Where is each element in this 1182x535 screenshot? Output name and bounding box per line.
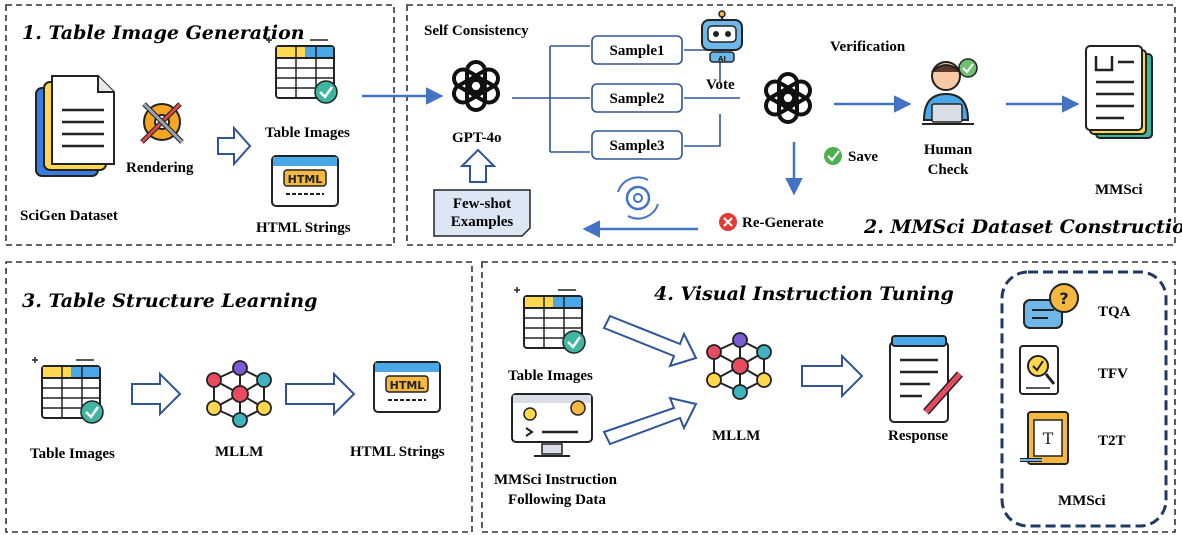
gpt4o-label: GPT-4o <box>452 130 501 146</box>
table-image-icon-s4 <box>512 285 587 355</box>
section-3-title: 3. Table Structure Learning <box>22 290 317 312</box>
response-label: Response <box>888 428 948 444</box>
html-tag-text: HTML <box>288 173 323 186</box>
document-stack-icon <box>35 75 115 177</box>
check-label: Check <box>928 162 969 178</box>
sample-box-1: Sample1 <box>591 35 683 65</box>
hollow-arrow <box>217 125 252 167</box>
fact-verify-icon <box>1019 345 1059 395</box>
section-1-box <box>5 4 395 246</box>
svg-text:T: T <box>1043 429 1054 448</box>
hollow-arrow-up <box>459 148 497 183</box>
hollow-arrow-s4-bottom <box>602 396 698 446</box>
html-tag-text-s3: HTML <box>390 379 425 392</box>
robot-tag-text: AI <box>718 55 726 63</box>
section-4-title: 4. Visual Instruction Tuning <box>654 283 954 305</box>
save-check-icon <box>824 147 842 165</box>
table-to-text-icon: T <box>1020 411 1069 465</box>
sample-box-2: Sample2 <box>591 83 683 113</box>
human-label: Human <box>924 142 973 158</box>
hollow-arrow-s4-response <box>801 353 864 399</box>
vote-bracket <box>684 49 740 147</box>
vote-label: Vote <box>706 77 735 93</box>
robot-icon: AI <box>701 10 743 63</box>
sample-1-label: Sample1 <box>609 43 664 59</box>
rendering-tools-icon <box>140 102 184 144</box>
rendering-label: Rendering <box>126 160 194 176</box>
html-strings-label-s3: HTML Strings <box>350 444 445 460</box>
gpt-logo-icon <box>448 60 504 112</box>
section-4-box <box>481 261 1176 533</box>
table-images-label-s4: Table Images <box>508 368 593 384</box>
self-consistency-label: Self Consistency <box>424 23 529 39</box>
mllm-icon-s4 <box>706 332 772 400</box>
qa-mark-text: ? <box>1059 289 1068 308</box>
tasks-group-label: MMSci <box>1058 493 1105 509</box>
qa-bubble-icon: ? <box>1023 283 1079 329</box>
mllm-label-s4: MLLM <box>712 428 760 444</box>
mmsci-document-icon <box>1085 45 1153 139</box>
sample-2-label: Sample2 <box>609 91 664 107</box>
instruction-monitor-icon <box>511 393 593 457</box>
section-2-title: 2. MMSci Dataset Construction <box>863 216 1182 238</box>
html-window-icon-s3: HTML <box>373 361 441 413</box>
section-2-box <box>406 4 1176 246</box>
table-image-icon-s3 <box>30 355 105 425</box>
section-1-title: 1. Table Image Generation <box>22 22 305 44</box>
hollow-arrow-s3-1 <box>131 371 182 417</box>
task-t2t-label: T2T <box>1098 433 1126 449</box>
response-document-icon <box>889 335 963 423</box>
hollow-arrow-s4-top <box>602 314 698 368</box>
regenerate-label: Re-Generate <box>742 215 824 231</box>
tasks-group-box <box>1000 270 1168 528</box>
table-image-icon <box>264 35 339 105</box>
mllm-label-s3: MLLM <box>215 444 263 460</box>
instruction-label-1: MMSci Instruction <box>494 472 618 488</box>
task-tqa-label: TQA <box>1098 304 1131 320</box>
html-strings-label: HTML Strings <box>256 220 351 236</box>
sample-box-3: Sample3 <box>591 130 683 160</box>
verifier-logo-icon <box>760 72 816 124</box>
samples-bracket <box>512 45 590 153</box>
hollow-arrow-s3-2 <box>285 371 356 417</box>
table-images-label-s3: Table Images <box>30 446 115 462</box>
task-tfv-label: TFV <box>1098 366 1128 382</box>
verification-label: Verification <box>830 39 906 55</box>
scigen-dataset-label: SciGen Dataset <box>20 208 118 224</box>
mmsci-label: MMSci <box>1095 182 1142 198</box>
few-shot-label-2: Examples <box>451 214 514 230</box>
human-check-icon <box>922 58 978 125</box>
html-window-icon: HTML <box>271 155 339 207</box>
regenerate-x-icon <box>719 213 737 231</box>
sample-3-label: Sample3 <box>609 138 664 154</box>
table-images-label: Table Images <box>265 125 350 141</box>
cycle-gear-icon <box>617 176 659 220</box>
few-shot-box: Few-shot Examples <box>433 189 531 237</box>
mllm-icon-s3 <box>206 360 272 428</box>
save-label: Save <box>848 149 878 165</box>
section-3-box <box>5 261 473 533</box>
instruction-label-2: Following Data <box>508 492 606 508</box>
few-shot-label-1: Few-shot <box>453 196 511 212</box>
